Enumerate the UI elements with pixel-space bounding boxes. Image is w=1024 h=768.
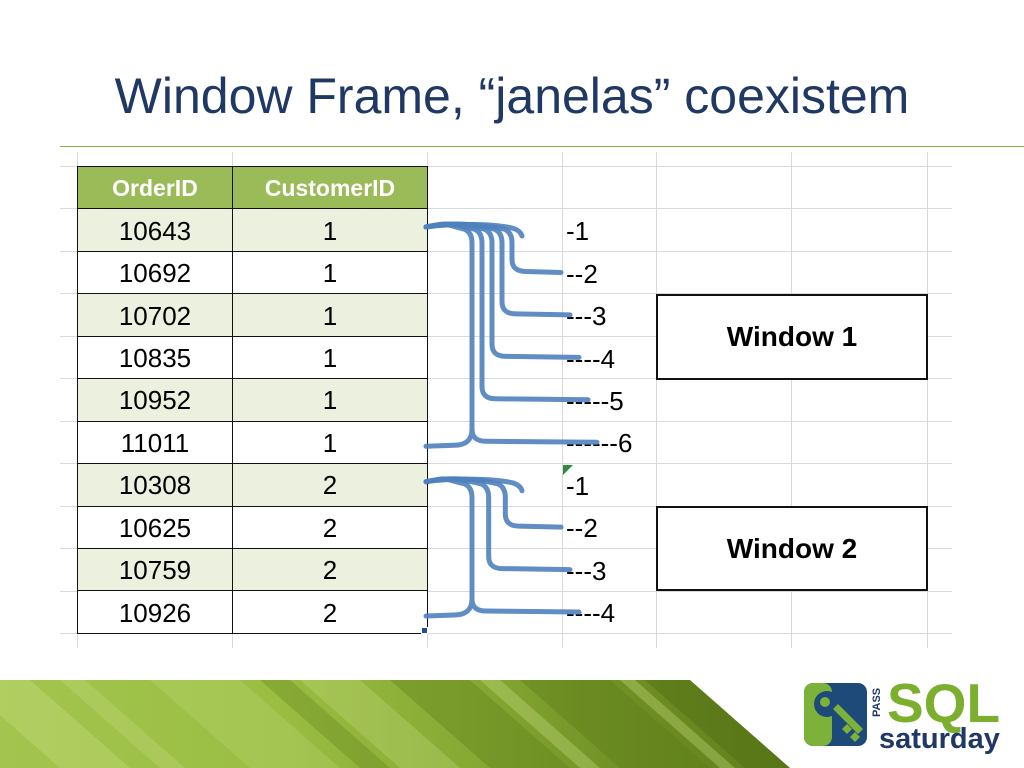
cell-orderid: 10702 [78, 294, 233, 337]
frame-label: --2 [566, 513, 598, 544]
fill-handle [421, 627, 428, 634]
banner-stripe [60, 680, 185, 768]
cell-orderid: 11011 [78, 421, 233, 465]
cell-orderid: 10759 [78, 548, 233, 592]
cell-customerid: 1 [233, 379, 428, 422]
logo-pass-text: PASS [871, 687, 883, 717]
footer-banner [0, 680, 790, 768]
cell-indicator-icon [563, 465, 573, 475]
frame-label: ---3 [566, 301, 607, 332]
frame-label: ----4 [566, 343, 616, 374]
header-customerid: CustomerID [233, 167, 428, 210]
orders-table: OrderID CustomerID 10643 1 10692 1 10702… [77, 166, 428, 634]
banner-stripe [520, 680, 710, 768]
cell-orderid: 10952 [78, 379, 233, 422]
cell-orderid: 10625 [78, 506, 233, 549]
cell-orderid: 10692 [78, 251, 233, 295]
cell-customerid: 1 [233, 294, 428, 337]
logo-sql-text: SQL [887, 672, 1001, 734]
window-1-box: Window 1 [656, 294, 928, 380]
cell-customerid: 1 [233, 336, 428, 380]
cell-customerid: 2 [233, 591, 428, 634]
cell-customerid: 2 [233, 548, 428, 592]
sql-saturday-logo: PASS SQL saturday [803, 676, 1008, 756]
cell-orderid: 10926 [78, 591, 233, 634]
banner-stripe [0, 680, 130, 768]
banner-stripe [390, 680, 570, 768]
slide-title: Window Frame, “janelas” coexistem [114, 68, 910, 124]
cell-customerid: 1 [233, 421, 428, 465]
frame-labels: -1 --2 ---3 ----4 -----5 ------6 -1 --2 … [566, 209, 654, 633]
frame-label: ---3 [566, 555, 607, 586]
cell-customerid: 1 [233, 251, 428, 295]
key-icon [804, 683, 867, 746]
banner-base [0, 680, 790, 768]
banner-stripe [260, 680, 390, 768]
window-2-box: Window 2 [656, 506, 928, 591]
cell-customerid: 1 [233, 209, 428, 252]
frame-label: -1 [566, 216, 590, 247]
cell-orderid: 10308 [78, 464, 233, 507]
banner-stripe [150, 680, 340, 768]
frame-label: ----4 [566, 598, 616, 629]
title-underline [60, 146, 1024, 147]
logo-saturday-text: saturday [879, 723, 1000, 755]
cell-customerid: 2 [233, 506, 428, 549]
banner-stripe [620, 680, 735, 768]
frame-label: --2 [566, 258, 598, 289]
frame-label: -1 [566, 470, 590, 501]
banner-stripe [300, 680, 460, 768]
cell-orderid: 10643 [78, 209, 233, 252]
frame-label: -----5 [566, 385, 624, 416]
banner-stripe [645, 680, 790, 768]
banner-stripe [480, 680, 600, 768]
header-orderid: OrderID [78, 167, 233, 210]
cell-customerid: 2 [233, 464, 428, 507]
cell-orderid: 10835 [78, 336, 233, 380]
frame-label: ------6 [566, 428, 633, 459]
